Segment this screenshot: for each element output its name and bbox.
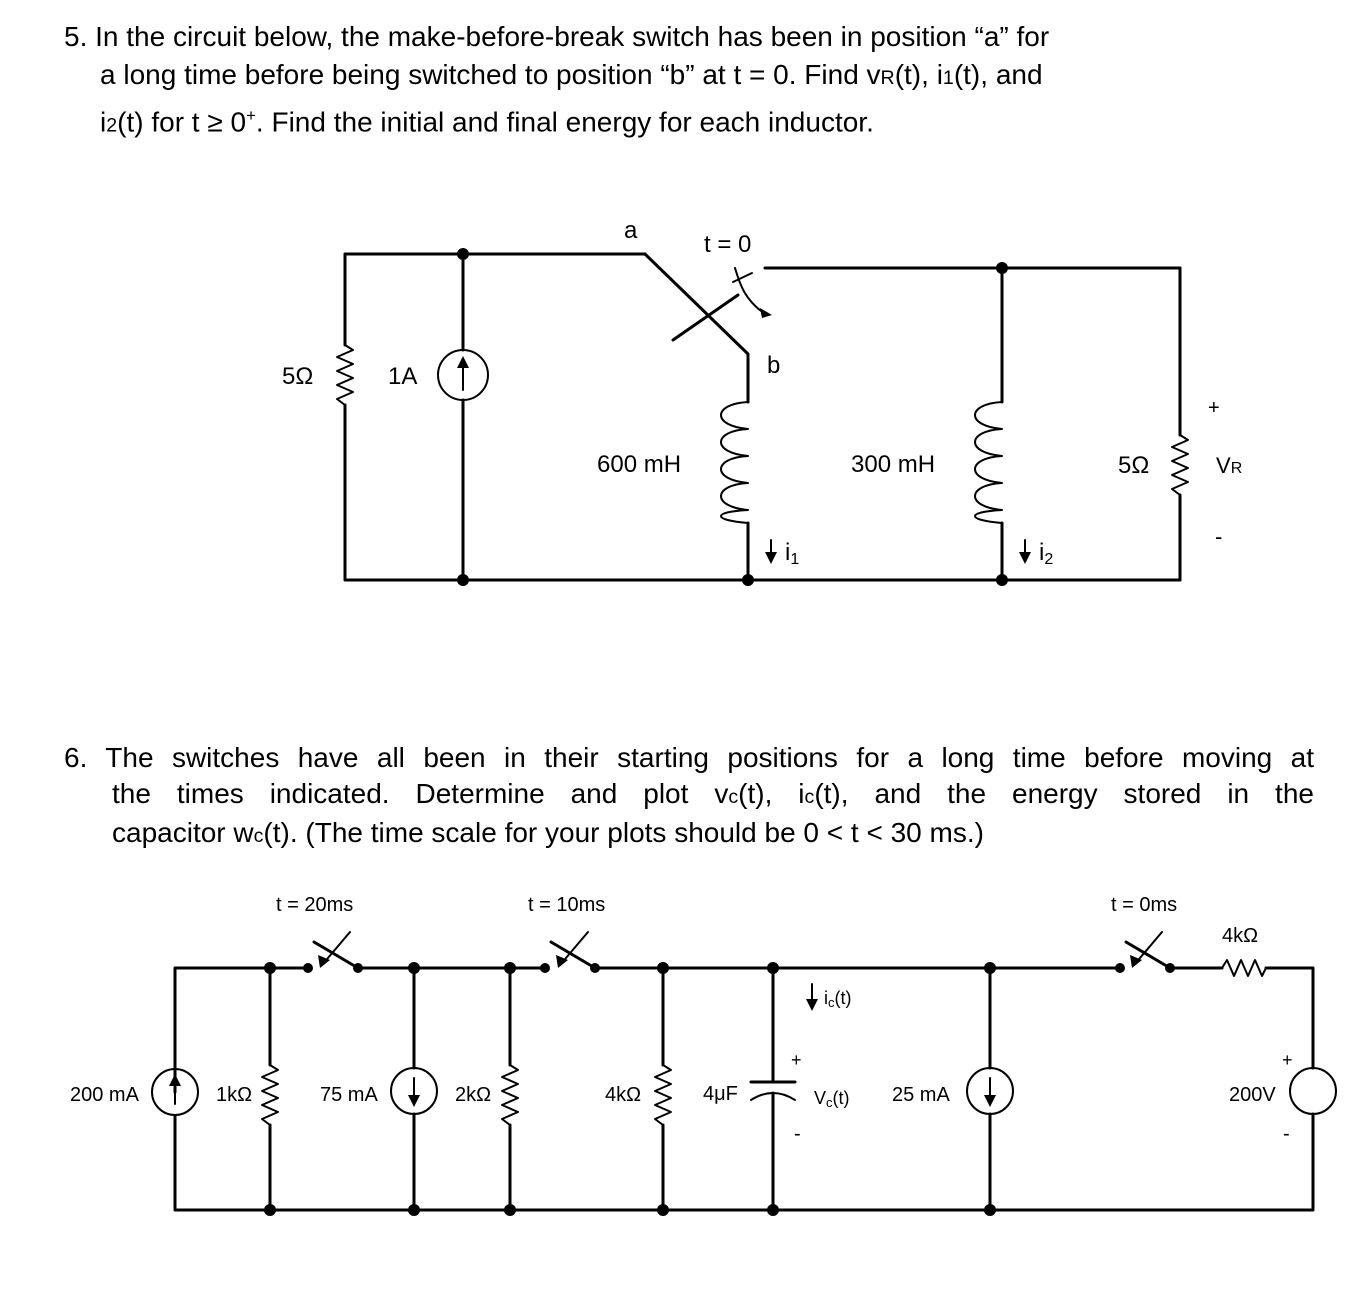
c1-switch-cross — [671, 293, 740, 342]
problem-5-text: 5. In the circuit below, the make-before… — [64, 18, 1214, 144]
c2-voltage-source-200v — [1289, 1067, 1337, 1115]
c2-bottom-wire — [173, 1112, 1315, 1212]
down-arrow-icon — [1019, 539, 1031, 564]
c2-switch1-blade — [312, 940, 360, 970]
c2-node — [264, 1204, 276, 1216]
c2-resistor-2k — [501, 1064, 519, 1126]
c2-current-source-200ma — [151, 1068, 199, 1116]
c2-resistor-4k — [654, 1064, 672, 1126]
down-arrow-icon — [408, 1077, 420, 1107]
c2-top-wire-1 — [173, 966, 310, 1094]
c2-node — [767, 962, 779, 974]
c1-resistor-right — [1171, 434, 1189, 496]
c1-resistor-left-label: 5Ω — [282, 363, 313, 390]
up-arrow-icon — [457, 356, 469, 391]
c1-vr-minus: - — [1215, 524, 1222, 549]
c1-vr-label: VR — [1216, 453, 1242, 478]
c2-switch3-contact — [1115, 963, 1125, 973]
c1-current-source — [437, 349, 489, 401]
c2-src2-label: 75 mA — [320, 1084, 378, 1106]
c2-node — [504, 1204, 516, 1216]
c1-switch-blade — [643, 252, 750, 404]
problem-5-line-1: 5. In the circuit below, the make-before… — [64, 21, 1050, 52]
arrow-head-icon — [318, 955, 330, 968]
c2-vsrc-label: 200V — [1229, 1084, 1276, 1106]
problem-6-line-1: 6. The switches have all been in their s… — [64, 742, 1314, 773]
c2-r2-label: 2kΩ — [455, 1084, 491, 1106]
c1-resistor-right-label: 5Ω — [1118, 452, 1149, 479]
problem-6-text: 6. The switches have all been in their s… — [64, 740, 1314, 854]
c1-switch-pos-a: a — [624, 217, 638, 244]
c2-switch1-time: t = 20ms — [276, 894, 353, 916]
c2-node — [408, 962, 420, 974]
c2-switch1-contact — [303, 963, 313, 973]
c2-switch3-time: t = 0ms — [1111, 894, 1177, 916]
c2-switch2-time: t = 10ms — [528, 894, 605, 916]
c2-cap-minus: - — [794, 1123, 801, 1145]
c2-node — [657, 1204, 669, 1216]
c1-inductor-600mh — [720, 401, 749, 524]
c2-node — [408, 1204, 420, 1216]
c2-r4-label: 4kΩ — [1222, 925, 1258, 947]
c2-r1-label: 1kΩ — [216, 1084, 252, 1106]
up-arrow-icon — [169, 1074, 181, 1105]
c1-i1-label: i1 — [785, 539, 799, 568]
c2-switch2-blade — [549, 940, 597, 970]
down-arrow-icon — [984, 1077, 996, 1107]
c2-src3-label: 25 mA — [892, 1084, 950, 1106]
c2-node — [767, 1204, 779, 1216]
c1-node — [457, 574, 469, 586]
down-arrow-icon — [765, 539, 777, 564]
c1-node — [742, 574, 754, 586]
c2-src1-label: 200 mA — [70, 1084, 140, 1106]
c2-node — [504, 962, 516, 974]
c1-switch-pos-b: b — [767, 352, 780, 379]
problem-5-line-3: i2(t) for t ≥ 0+. Find the initial and f… — [100, 106, 874, 138]
c2-ic-label: ic(t) — [824, 988, 852, 1010]
c2-vc-label: Vc(t) — [814, 1088, 850, 1110]
c2-node — [264, 962, 276, 974]
c1-current-source-label: 1A — [388, 363, 417, 390]
c1-node — [457, 248, 469, 260]
c2-resistor-4k-series — [1221, 959, 1267, 977]
c2-node — [984, 962, 996, 974]
c1-bottom-wire — [343, 403, 1182, 582]
c2-vsrc-minus: - — [1283, 1123, 1290, 1145]
c2-vsrc-plus: + — [1282, 1050, 1293, 1070]
c1-switch-tick — [732, 272, 753, 283]
c2-cap-label: 4μF — [703, 1083, 738, 1105]
problem-5-line-2: a long time before being switched to pos… — [100, 59, 1043, 90]
circuit-1: 5Ω 1A a t = 0 b 600 mH i1 — [282, 217, 1242, 586]
c1-i2-label: i2 — [1039, 539, 1053, 568]
arrow-head-icon — [1130, 955, 1142, 968]
c1-inductor-300mh — [974, 401, 1003, 524]
c2-top-wire-5 — [1264, 966, 1315, 1070]
arrow-head-icon — [760, 308, 772, 318]
c2-resistor-1k — [261, 1064, 279, 1126]
c2-r3-label: 4kΩ — [605, 1084, 641, 1106]
c2-node — [657, 962, 669, 974]
problem-6-line-2: the times indicated. Determine and plot … — [112, 778, 1314, 809]
c1-switch-time: t = 0 — [704, 231, 751, 258]
c1-inductor-300mh-label: 300 mH — [851, 451, 935, 478]
c1-top-left-wire — [343, 252, 647, 347]
c2-switch2-contact — [540, 963, 550, 973]
c1-switch-motion-arrow — [734, 267, 766, 315]
circuit-2: 200 mA 1kΩ t = 20ms 75 mA 2kΩ — [70, 894, 1337, 1216]
c1-vr-plus: + — [1208, 397, 1220, 419]
down-arrow-icon — [806, 983, 818, 1011]
c1-inductor-600mh-label: 600 mH — [597, 451, 681, 478]
c1-node — [996, 574, 1008, 586]
problem-6-line-3: capacitor wc(t). (The time scale for you… — [112, 817, 984, 848]
c2-cap-plus: + — [791, 1050, 802, 1070]
c1-resistor-left — [336, 344, 354, 406]
c2-node — [984, 1204, 996, 1216]
arrow-head-icon — [556, 955, 568, 968]
c2-switch3-blade — [1124, 940, 1172, 970]
c1-node — [996, 262, 1008, 274]
